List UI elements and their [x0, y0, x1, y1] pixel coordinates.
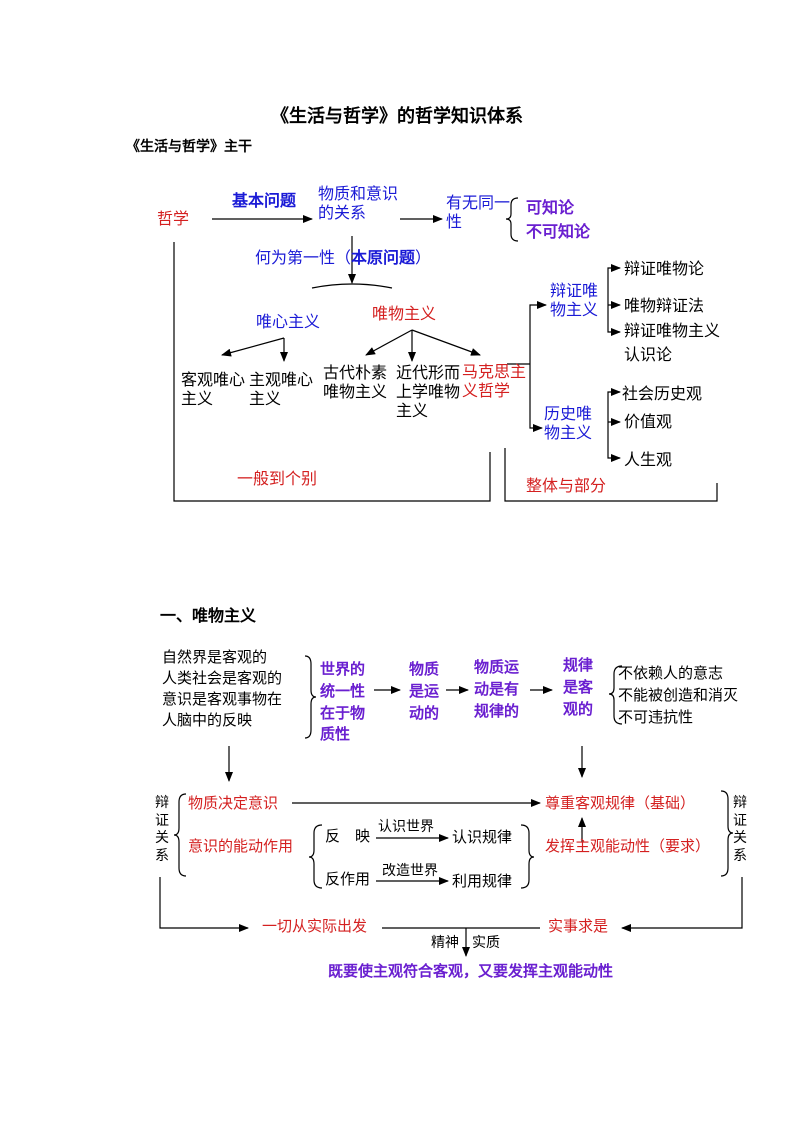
node-fahui-nengdongxing: 发挥主观能动性（要求）: [545, 837, 711, 855]
item-weiwu-bianzhengfa: 唯物辩证法: [624, 296, 705, 315]
node-zhuguan-weixin: 主观唯心主义: [249, 370, 314, 409]
node-makesi: 马克思主义哲学: [462, 362, 527, 401]
conclusion-text: 既要使主观符合客观，又要发挥主观能动性: [328, 962, 614, 980]
node-yundong-guilv: 物质运动是有规律的: [474, 658, 520, 720]
node-kezhilun: 可知论: [526, 198, 575, 217]
item-bianzheng-weiwuzhuyi: 辩证唯物主义: [624, 321, 721, 340]
node-weixin: 唯心主义: [256, 312, 321, 331]
node-weiwu: 唯物主义: [372, 304, 437, 323]
node-keguan-weixin: 客观唯心主义: [181, 370, 246, 409]
node-gudai-weiwu: 古代朴素唯物主义: [323, 363, 388, 402]
node-yishi-nengdong: 意识的能动作用: [188, 837, 294, 855]
node-bukezhilun: 不可知论: [526, 222, 591, 241]
label-benyuan: 本原问题: [351, 248, 416, 267]
item-buneng-chuangzao: 不能被创造和消灭: [618, 686, 739, 704]
section-heading-weiwuzhuyi: 一、唯物主义: [160, 606, 257, 625]
label-jingshen: 精神: [431, 935, 459, 951]
node-lishi-weiwu: 历史唯物主义: [544, 404, 593, 443]
label-jibenwenti: 基本问题: [232, 191, 297, 210]
node-wuzhi-yundong: 物质是运动的: [409, 660, 440, 722]
node-guilv-keguan: 规律是客观的: [563, 656, 594, 718]
node-yiqie-cong-shiji: 一切从实际出发: [262, 917, 368, 935]
label-diyixing: 何为第一性（本原问题）: [255, 248, 431, 267]
label-fanying: 反 映: [325, 827, 371, 845]
node-youwu-tongyixing: 有无同一性: [446, 193, 511, 232]
label-renshi-shijie: 认识世界: [378, 819, 434, 835]
node-zhexue: 哲学: [157, 209, 190, 228]
label-fanzuoyong: 反作用: [325, 870, 371, 888]
node-zunzhong-guilv: 尊重客观规律（基础）: [545, 794, 696, 812]
label-renshi-guilv: 认识规律: [452, 828, 513, 846]
page-title: 《生活与哲学》的哲学知识体系: [271, 106, 523, 127]
label-yiban-dao-gebie: 一般到个别: [237, 469, 318, 488]
item-buke-weikang: 不可违抗性: [618, 708, 694, 726]
item-jiazhiguan: 价值观: [624, 412, 673, 431]
text-ziranjie: 自然界是客观的: [162, 648, 268, 666]
label-close-paren: ）: [415, 248, 432, 267]
label-liyong-guilv: 利用规律: [452, 872, 513, 890]
item-shehui-lishiguan: 社会历史观: [622, 384, 703, 403]
text-renlei-shehui: 人类社会是客观的: [162, 669, 283, 687]
label-zhengti-yu-bufen: 整体与部分: [526, 476, 607, 495]
item-buyilai: 不依赖人的意志: [618, 664, 724, 682]
text-rennao: 人脑中的反映: [162, 711, 253, 729]
label-bianzheng-guanxi-left: 辩证关系: [155, 795, 169, 864]
node-wuzhi-yishi: 物质和意识的关系: [318, 184, 399, 223]
item-renshengguan: 人生观: [624, 450, 673, 469]
label-heweidiyi: 何为第一性（: [255, 248, 352, 267]
node-wuzhi-jueding-yishi: 物质决定意识: [188, 794, 279, 812]
node-jindai-weiwu: 近代形而上学唯物主义: [396, 363, 461, 421]
page-subtitle: 《生活与哲学》主干: [126, 139, 252, 155]
node-shijie-tongyixing: 世界的统一性在于物质性: [320, 660, 366, 744]
label-bianzheng-guanxi-right: 辩证关系: [733, 795, 747, 864]
node-shishi-qiushi: 实事求是: [548, 917, 609, 935]
node-bianzheng-weiwu: 辩证唯物主义: [550, 281, 599, 320]
text-yishi-shi: 意识是客观事物在: [162, 690, 283, 708]
label-shizhi: 实质: [472, 935, 500, 951]
label-gaizao-shijie: 改造世界: [382, 863, 438, 879]
item-bianzheng-weiwulun: 辩证唯物论: [624, 259, 705, 278]
item-renshilun: 认识论: [624, 345, 673, 364]
